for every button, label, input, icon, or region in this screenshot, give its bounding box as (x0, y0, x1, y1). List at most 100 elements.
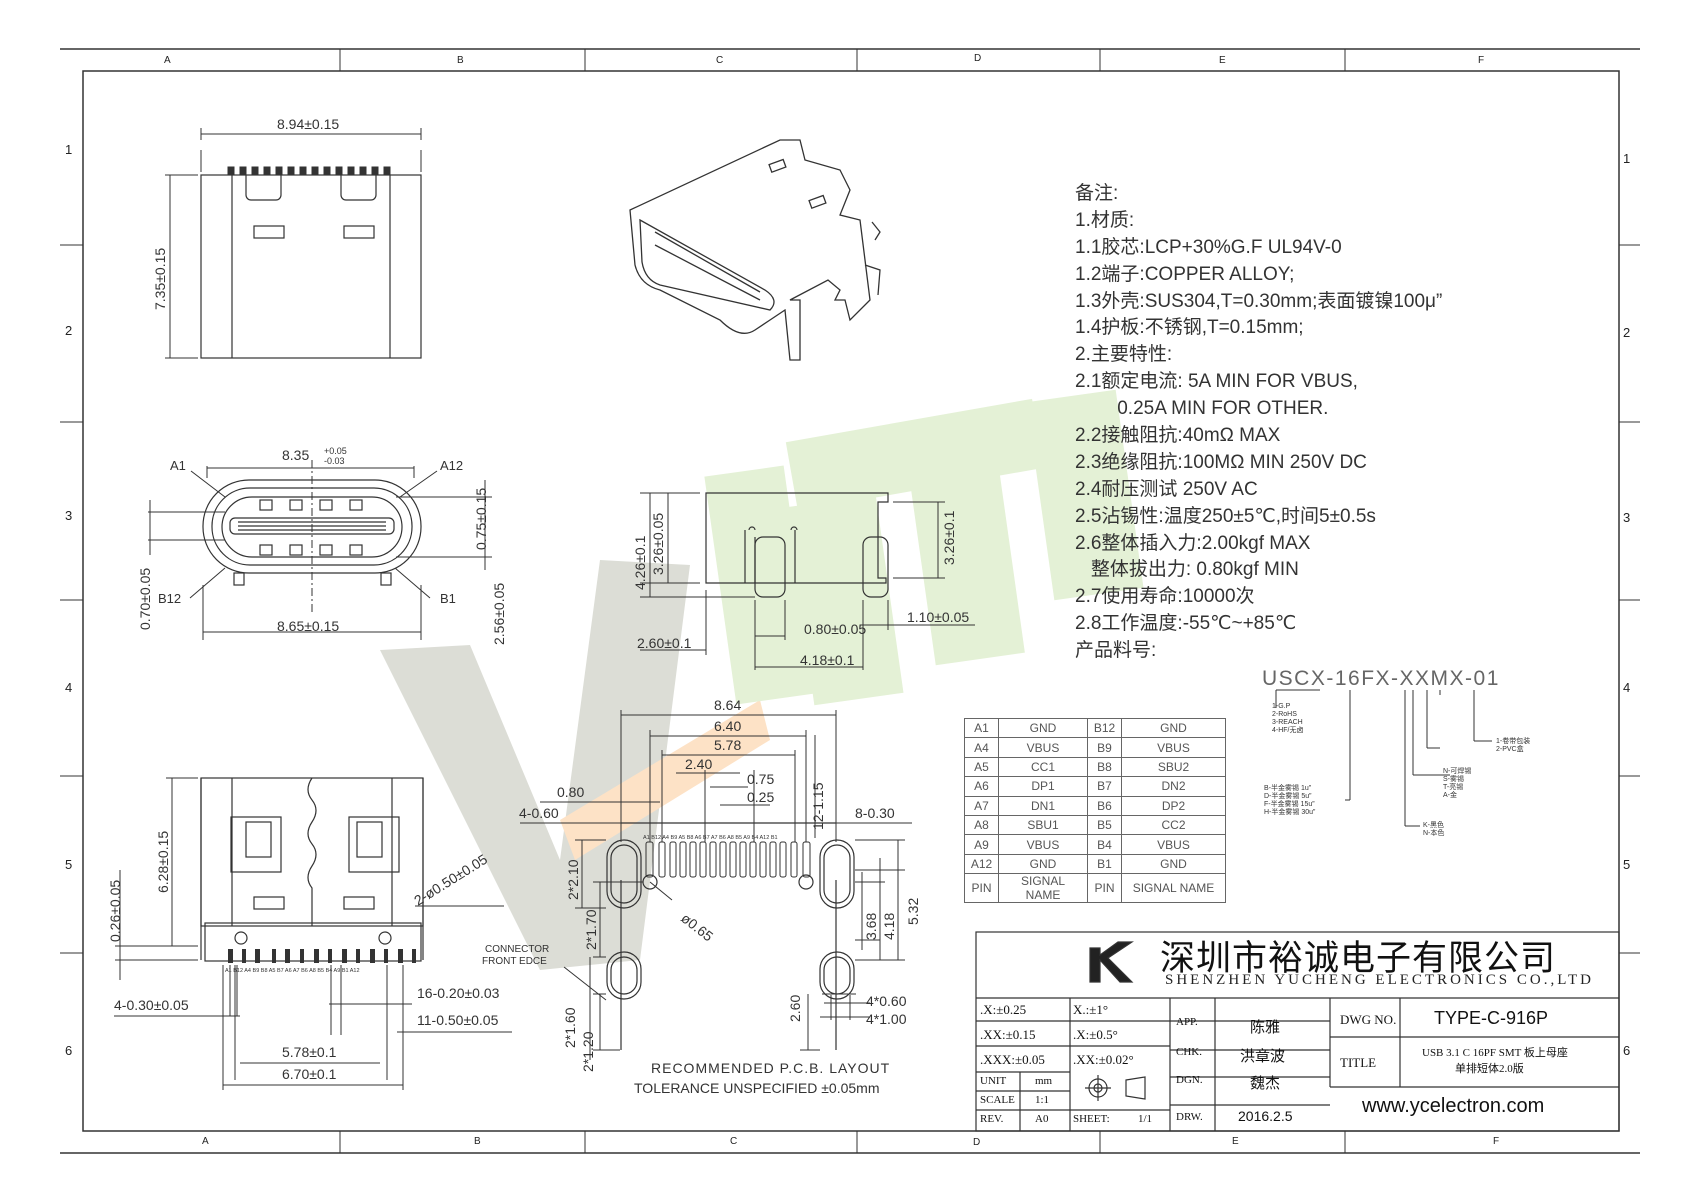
dim-side-h3: 3.26±0.1 (941, 510, 957, 565)
part-note-item: S-雾锡 (1443, 776, 1464, 783)
tol-6: .XX:±0.02° (1073, 1052, 1134, 1067)
unit-value: mm (1035, 1075, 1053, 1087)
pin-cell: B7 (1087, 776, 1122, 797)
grid-row-2-left: 2 (65, 323, 73, 338)
connector-label-2: FRONT EDCE (482, 956, 547, 967)
pin-cell: GND (998, 717, 1088, 739)
dim-pcb-10: 2*2.10 (565, 859, 581, 900)
bottom-view-pads (228, 949, 416, 963)
dim-pcb-14: 4.18 (881, 913, 897, 940)
dim-pcb-20: 4*1.00 (866, 1011, 907, 1027)
website-link[interactable]: www.ycelectron.com (1362, 1095, 1545, 1117)
drw-label: DRW. (1176, 1111, 1203, 1123)
dwg-no-label: DWG NO. (1340, 1012, 1397, 1027)
note-line: 2.8工作温度:-55℃~+85℃ (1075, 613, 1297, 635)
spec-notes: 备注: 1.材质: 1.1胶芯:LCP+30%G.F UL94V-0 1.2端子… (1075, 181, 1442, 665)
part-number: USCX-16FX-XXMX-01 (1262, 667, 1500, 690)
pin-header-cell: PIN (964, 873, 999, 904)
note-line: 2.3绝缘阻抗:100MΩ MIN 250V DC (1075, 451, 1367, 473)
dim-pcb-8: 8-0.30 (855, 805, 895, 821)
rev-label: REV. (980, 1113, 1004, 1125)
part-number-leaders (1275, 689, 1492, 827)
dim-pcb-19: 4*0.60 (866, 993, 907, 1009)
pin-cell: VBUS (998, 737, 1088, 758)
title-value-2: 单排短体2.0版 (1455, 1063, 1524, 1075)
unit-label: UNIT (980, 1075, 1007, 1087)
title-block (975, 931, 1620, 1132)
dim-front-tol-plus: +0.05 (324, 446, 347, 456)
connector-label-1: CONNECTOR (485, 944, 549, 955)
pin-cell: DP1 (998, 776, 1088, 797)
dim-bottom-w5: 6.70±0.1 (282, 1066, 337, 1082)
tol-3: .XX:±0.15 (980, 1027, 1036, 1042)
note-line: 2.1额定电流: 5A MIN FOR VBUS, (1075, 371, 1358, 393)
grid-row-3-right: 3 (1623, 510, 1631, 525)
dim-front-h1: 0.75±0.15 (473, 488, 489, 550)
part-note-item: D-半金雾锡 5u” (1264, 793, 1312, 800)
dim-front-width: 8.35 (282, 447, 309, 463)
iso-view (629, 139, 881, 361)
part-note-item: H-半金雾锡 30u” (1264, 809, 1316, 816)
part-note-item: 4-HF/无卤 (1272, 727, 1304, 734)
tol-2: X.:±1° (1073, 1002, 1109, 1017)
note-line: 1.4护板:不锈钢,T=0.15mm; (1075, 317, 1304, 339)
dim-pcb-4: 0.80 (557, 784, 584, 800)
pin-cell: A7 (964, 795, 999, 816)
company-name-en: SHENZHEN YUCHENG ELECTRONICS CO.,LTD (1165, 972, 1594, 988)
pin-cell: SBU2 (1121, 756, 1226, 778)
pin-cell: A6 (964, 776, 999, 797)
grid-col-f-bottom: F (1493, 1136, 1500, 1147)
top-view (165, 128, 422, 359)
dim-front-bottom: 8.65±0.15 (277, 618, 339, 634)
dwg-no-value: TYPE-C-916P (1434, 1008, 1549, 1028)
pin-cell: A4 (964, 737, 999, 758)
part-note-item: T-亮锡 (1443, 784, 1464, 791)
grid-col-a-top: A (164, 55, 171, 66)
part-note-item: 2-PVC盒 (1496, 746, 1524, 753)
bottom-view (114, 777, 512, 1090)
chk-label: CHK. (1176, 1046, 1202, 1058)
pin-cell: A12 (964, 853, 999, 875)
part-note-item: A-金 (1443, 792, 1457, 799)
dim-pcb-3: 2.40 (685, 756, 712, 772)
pin-cell: SBU1 (998, 814, 1088, 836)
pin-cell: A5 (964, 756, 999, 778)
pin-cell: DN2 (1121, 776, 1226, 797)
note-line: 1.材质: (1075, 209, 1135, 231)
pin-cell: GND (1121, 853, 1226, 875)
dim-front-h3: 0.70±0.05 (137, 568, 153, 630)
pin-cell: B1 (1087, 853, 1122, 875)
dim-front-tol-minus: -0.03 (324, 456, 345, 466)
sheet-value: 1/1 (1138, 1113, 1153, 1125)
grid-col-f-top: F (1478, 55, 1485, 66)
note-line: 整体拔出力: 0.80kgf MIN (1075, 559, 1299, 581)
pin-cell: DP2 (1121, 795, 1226, 816)
tol-4: .X:±0.5° (1073, 1027, 1118, 1042)
title-value-1: USB 3.1 C 16PF SMT 板上母座 (1422, 1047, 1568, 1059)
part-note-plating: 1-G.P 2-RoHS 3-REACH 4-HF/无卤 (1272, 703, 1304, 735)
note-line: 1.1胶芯:LCP+30%G.F UL94V-0 (1075, 236, 1342, 258)
pin-cell: VBUS (1121, 737, 1226, 758)
dgn-value: 魏杰 (1250, 1074, 1281, 1092)
pcb-layout (520, 710, 912, 1060)
pcb-pads (645, 841, 811, 878)
dim-pcb-18: 2.60 (787, 995, 803, 1022)
grid-col-a-bottom: A (202, 1136, 209, 1147)
dim-bottom-small: 0.26±0.05 (107, 880, 123, 942)
note-line: 2.2接触阻抗:40mΩ MAX (1075, 425, 1281, 447)
note-line: 1.2端子:COPPER ALLOY; (1075, 263, 1295, 285)
app-label: APP. (1176, 1016, 1198, 1028)
note-line: 2.4耐压测试 250V AC (1075, 478, 1258, 500)
pin-cell: B6 (1087, 795, 1122, 816)
pin-cell: CC1 (998, 756, 1088, 778)
dim-bottom-h: 6.28±0.15 (155, 831, 171, 893)
pcb-caption-1: RECOMMENDED P.C.B. LAYOUT (651, 1060, 890, 1076)
pin-cell: GND (998, 853, 1088, 875)
dim-pcb-7: 4-0.60 (519, 805, 559, 821)
note-line: 2.7使用寿命:10000次 (1075, 586, 1255, 608)
